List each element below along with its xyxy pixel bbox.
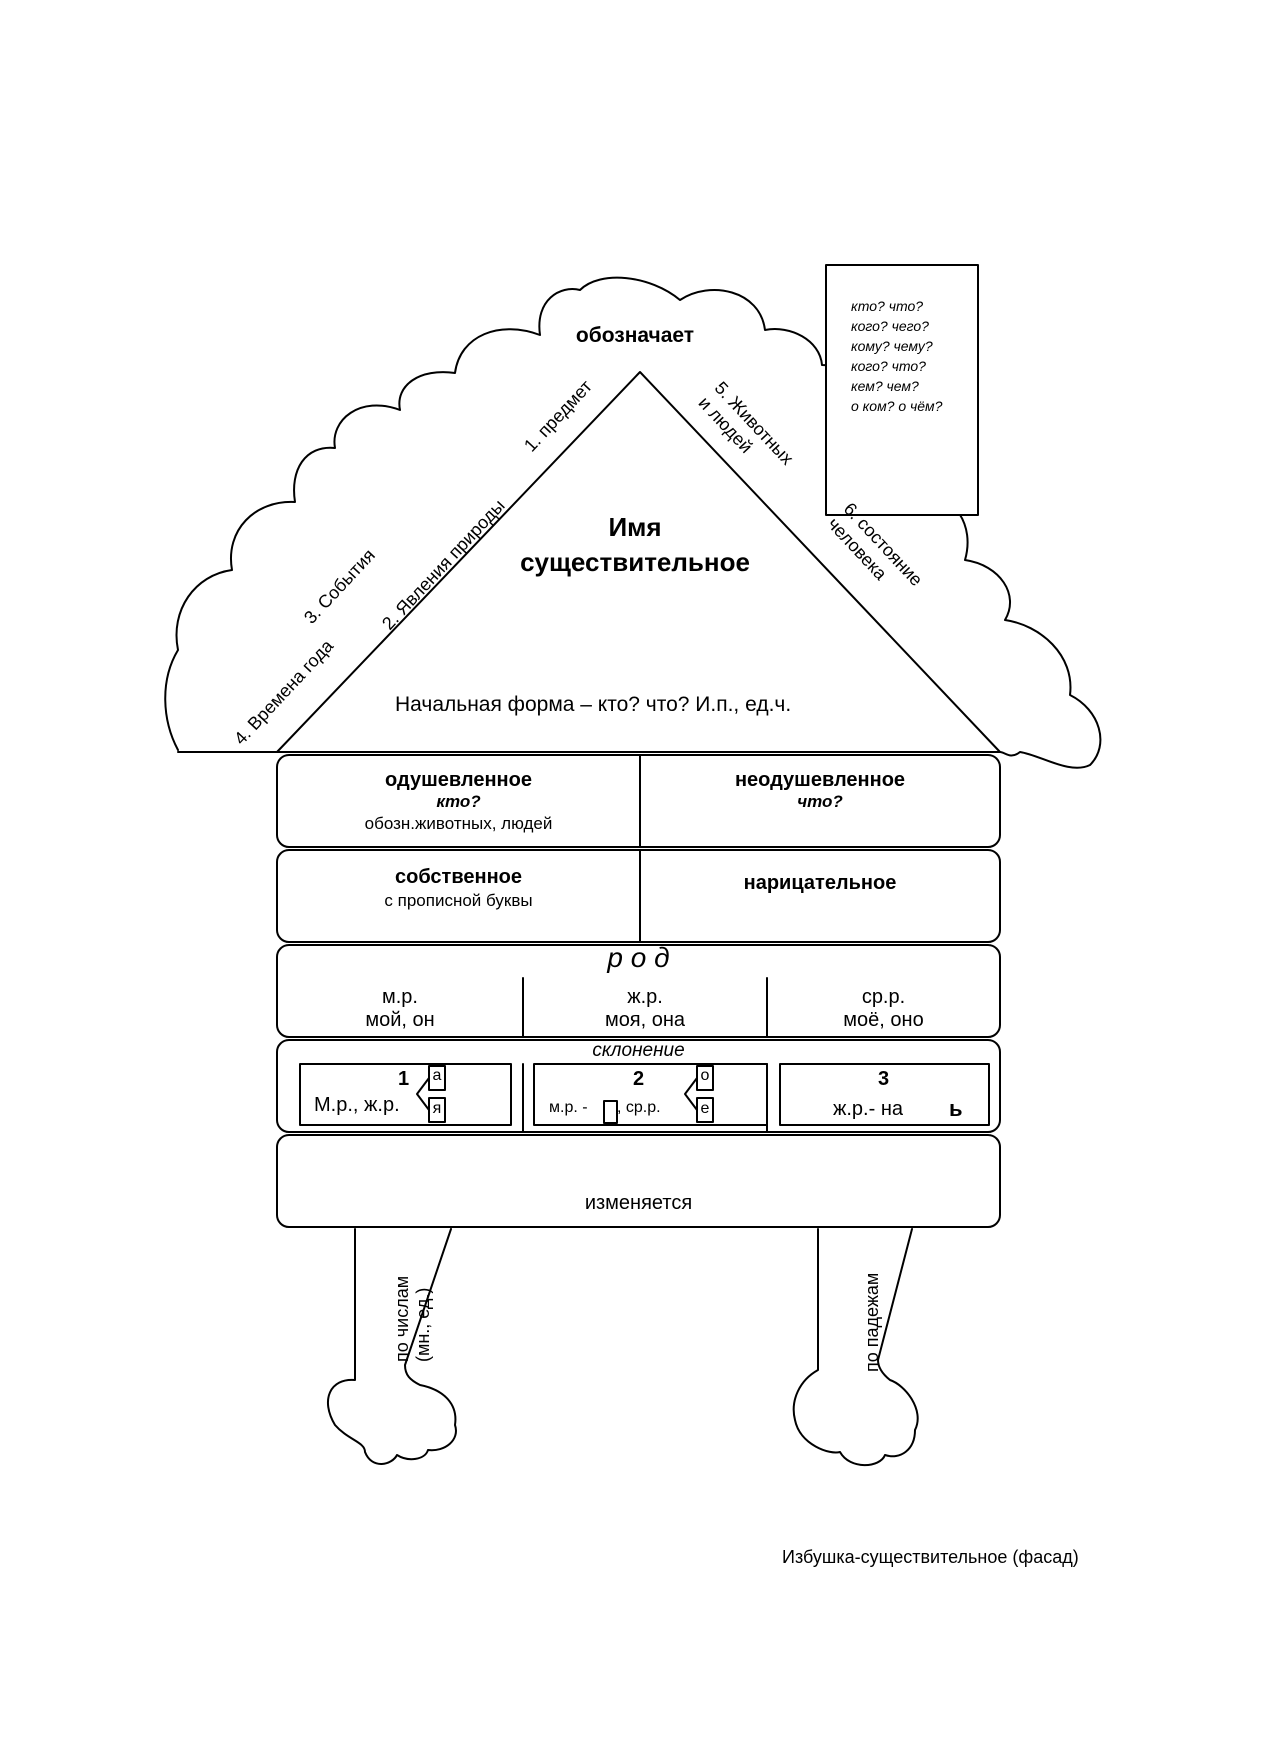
animate-question: кто? [436,792,481,811]
caption: Избушка-существительное (фасад) [782,1547,1079,1567]
changes-label: изменяется [584,1192,693,1214]
wall-row-gender [276,944,1001,1038]
declension-1-ending-a: а [432,1067,442,1084]
left-leg [326,1228,457,1465]
gender-neut-cell: ср.р. моё, оно [767,986,1000,1032]
page-title-line2: существительное [520,547,750,577]
right-leg [792,1228,919,1467]
gender-masc-cell: м.р. мой, он [277,986,523,1032]
question-line: кем? чем? [851,378,919,394]
declension-3-number: 3 [878,1068,890,1090]
gender-neut-example: моё, оно [843,1009,924,1031]
page-title-line1: Имя [608,512,662,542]
question-line: о ком? о чём? [851,398,943,414]
declension-2-text-a: м.р. - [549,1099,588,1116]
right-leg-label: по падежам [862,1272,882,1372]
gender-fem-cell: ж.р. моя, она [523,986,767,1032]
declension-1-text: М.р., ж.р. [314,1094,400,1116]
question-line: кого? что? [851,358,926,374]
proper-note: с прописной буквы [384,891,533,910]
declension-3-text: ж.р.- на [833,1098,903,1120]
declension-2-number: 2 [633,1068,645,1090]
inanimate-cell: неодушевленное что? [640,769,1000,813]
declension-3-soft-sign: ь [949,1096,963,1121]
declension-2-ending-o: о [700,1067,710,1084]
chimney-box [825,264,979,516]
wall-row-animate [276,754,1001,848]
declension-title: склонение [592,1040,685,1061]
question-line: кому? чему? [851,338,933,354]
roof-cloud-outline [164,276,1102,769]
wall-row-changes [276,1134,1001,1228]
declension-1-ending-ya: я [432,1100,442,1117]
inanimate-title: неодушевленное [734,769,906,791]
gender-title: р о д [607,942,670,973]
declension-2-text-b: , ср.р. [617,1099,661,1116]
declension-2-ending-e: е [700,1100,710,1117]
inanimate-question: что? [797,792,843,811]
chimney-questions: кто? что? кого? чего? кому? чему? кого? … [851,296,942,416]
declension-1-number: 1 [398,1068,410,1090]
common-title: нарицательное [743,872,897,894]
initial-form-text: Начальная форма – кто? что? И.п., ед.ч. [395,693,792,716]
left-leg-label-line2: (мн., ед.) [413,1287,433,1362]
gender-fem-example: моя, она [604,1009,686,1031]
animate-title: одушевленное [385,769,532,791]
wall-row-declension [276,1039,1001,1133]
question-line: кого? чего? [851,318,929,334]
question-line: кто? что? [851,298,924,314]
gender-masc-example: мой, он [365,1009,435,1031]
roof-cloud-label: обозначает [575,324,695,347]
wall-row-proper [276,849,1001,943]
left-leg-label-line1: по числам [392,1275,412,1362]
gender-neut-abbr: ср.р. [861,986,906,1008]
animate-note: обозн.животных, людей [364,814,553,833]
proper-cell: собственное с прописной буквы [277,866,640,912]
left-leg-label: по числам (мн., ед.) [392,1276,434,1362]
gender-masc-abbr: м.р. [382,986,418,1008]
gender-fem-abbr: ж.р. [627,986,663,1008]
proper-title: собственное [394,866,522,888]
animate-cell: одушевленное кто? обозн.животных, людей [277,769,640,835]
roof-triangle [276,371,1001,753]
